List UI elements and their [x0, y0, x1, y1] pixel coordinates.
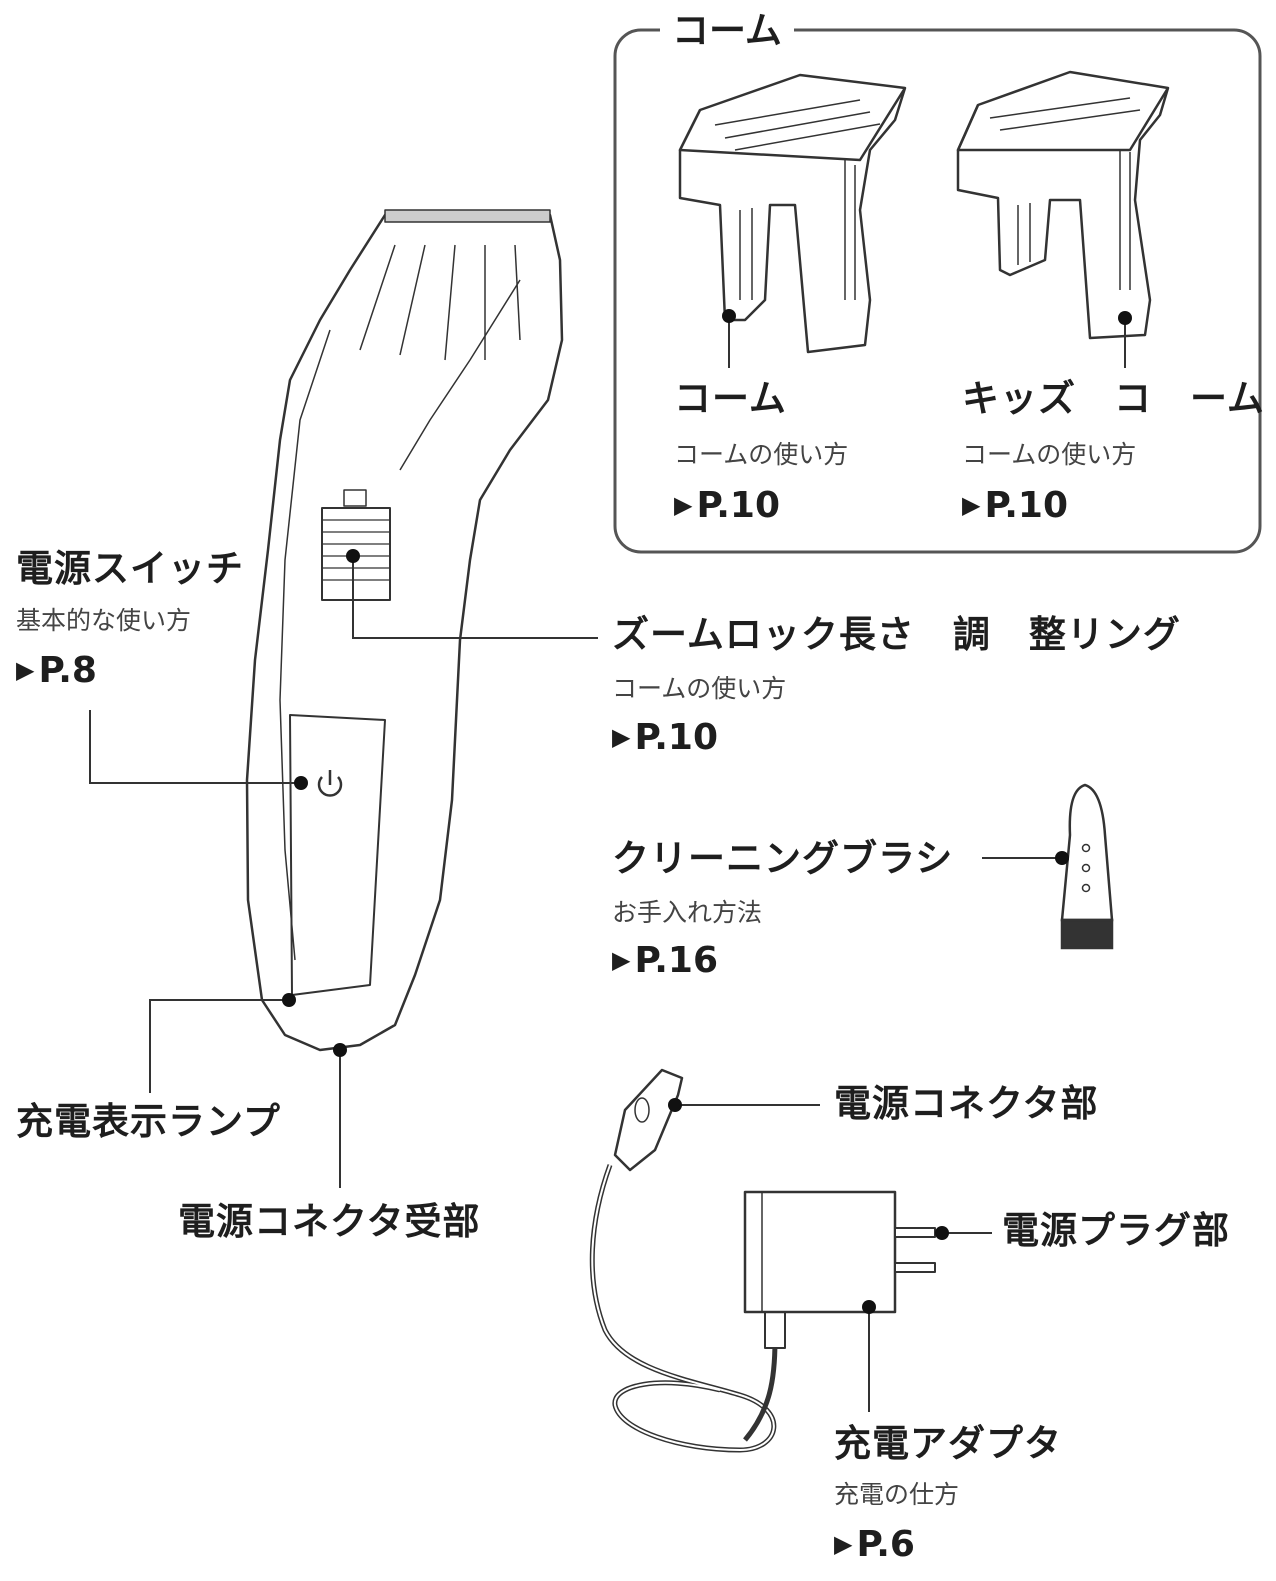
blade-teeth [385, 210, 550, 222]
comb-box-title: コーム [660, 12, 794, 49]
brush-illustration [1062, 785, 1112, 948]
adapter-title: 充電アダプタ [834, 1425, 1062, 1462]
arrow-right-icon: ▶ [674, 493, 692, 517]
adapter-subtitle: 充電の仕方 [834, 1482, 959, 1507]
connector-socket-dot [333, 1043, 347, 1057]
arrow-right-icon: ▶ [962, 493, 980, 517]
zoom-ring-dot [346, 549, 360, 563]
comb-title: コーム [674, 380, 787, 417]
brush-page-ref[interactable]: ▶P.16 [612, 943, 718, 979]
clipper-illustration [247, 210, 562, 1050]
adapter-dot [862, 1300, 876, 1314]
brush-title: クリーニングブラシ [612, 840, 953, 877]
arrow-right-icon: ▶ [834, 1532, 852, 1556]
kids-comb-illustration [958, 72, 1168, 338]
plug-dot [935, 1226, 949, 1240]
plug-title: 電源プラグ部 [1002, 1212, 1230, 1249]
charge-lamp-dot [282, 993, 296, 1007]
adapter-illustration [592, 1070, 935, 1450]
comb-subtitle: コームの使い方 [674, 442, 848, 467]
arrow-right-icon: ▶ [612, 948, 630, 972]
comb-page-ref[interactable]: ▶P.10 [674, 488, 780, 524]
power-switch-page-ref[interactable]: ▶P.8 [16, 653, 97, 689]
connector-socket-title: 電源コネクタ受部 [178, 1203, 481, 1240]
adapter-page-ref[interactable]: ▶P.6 [834, 1527, 915, 1563]
connector-dot [668, 1098, 682, 1112]
brush-subtitle: お手入れ方法 [612, 900, 762, 925]
kids-comb-page-ref[interactable]: ▶P.10 [962, 488, 1068, 524]
power-switch-dot [294, 776, 308, 790]
zoom-ring-subtitle: コームの使い方 [612, 676, 786, 701]
arrow-right-icon: ▶ [612, 725, 630, 749]
zoom-ring-title: ズームロック長さ 調 整リング [612, 616, 1181, 653]
connector-title: 電源コネクタ部 [834, 1085, 1099, 1122]
charge-lamp-leader [150, 1000, 289, 1093]
brush-dot [1055, 851, 1069, 865]
charge-lamp-title: 充電表示ランプ [16, 1103, 281, 1140]
leader-lines [90, 316, 1125, 1412]
power-switch-title: 電源スイッチ [16, 550, 244, 587]
kids-comb-subtitle: コームの使い方 [962, 442, 1136, 467]
kids-comb-dot [1118, 311, 1132, 325]
power-switch-subtitle: 基本的な使い方 [16, 608, 191, 633]
comb-dot [722, 309, 736, 323]
comb-illustration [680, 75, 905, 352]
zoom-ring-page-ref[interactable]: ▶P.10 [612, 720, 718, 756]
kids-comb-title: キッズ コ ーム [962, 380, 1265, 417]
arrow-right-icon: ▶ [16, 658, 34, 682]
